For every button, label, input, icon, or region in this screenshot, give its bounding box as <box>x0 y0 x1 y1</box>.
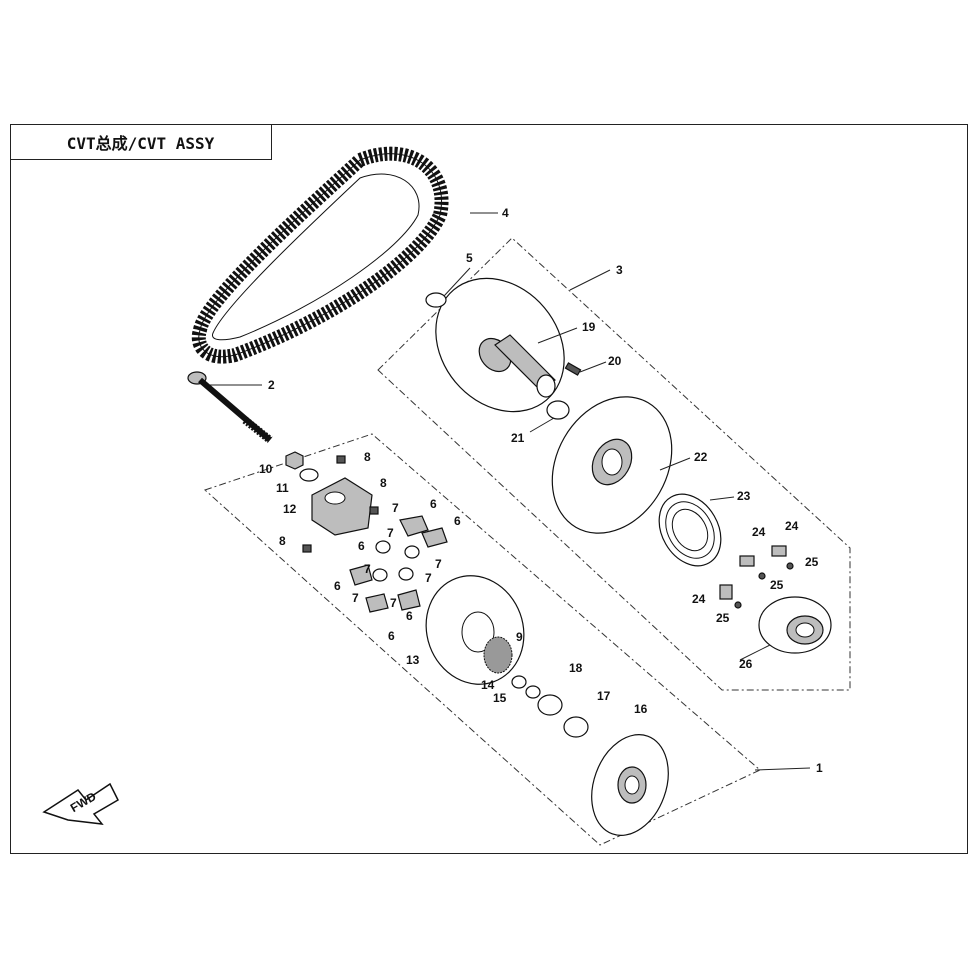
callout-5: 5 <box>466 251 473 265</box>
callout-25a: 25 <box>770 578 784 592</box>
callout-7f: 7 <box>352 591 359 605</box>
bolt <box>187 371 273 444</box>
callout-6e: 6 <box>406 609 413 623</box>
o-ring-5 <box>425 292 447 308</box>
callout-17: 17 <box>597 689 611 703</box>
callout-26: 26 <box>739 657 753 671</box>
primary-fixed-sheave <box>591 734 669 836</box>
nut-10 <box>285 451 304 470</box>
slider-8b <box>369 506 379 515</box>
screw-25a <box>758 572 766 580</box>
bushing-17 <box>563 716 589 738</box>
callout-2: 2 <box>268 378 275 392</box>
callout-6f: 6 <box>388 629 395 643</box>
callout-8b: 8 <box>380 476 387 490</box>
callout-7e: 7 <box>425 571 432 585</box>
callout-4: 4 <box>502 206 509 220</box>
callout-18: 18 <box>569 661 583 675</box>
callout-25b: 25 <box>805 555 819 569</box>
callout-24a: 24 <box>752 525 766 539</box>
callout-7d: 7 <box>364 562 371 576</box>
callout-21: 21 <box>511 431 525 445</box>
callout-15: 15 <box>493 691 507 705</box>
callout-7g: 7 <box>390 596 397 610</box>
callout-23: 23 <box>737 489 751 503</box>
callout-10: 10 <box>259 462 273 476</box>
ring-21 <box>546 400 570 420</box>
spring-23 <box>658 493 722 567</box>
callout-3: 3 <box>616 263 623 277</box>
callout-7b: 7 <box>387 526 394 540</box>
callout-14: 14 <box>481 678 495 692</box>
callout-22: 22 <box>694 450 708 464</box>
screw-25c <box>734 601 742 609</box>
slider-8a <box>336 455 346 464</box>
washer-11 <box>299 468 319 482</box>
callout-6a: 6 <box>430 497 437 511</box>
callout-6d: 6 <box>334 579 341 593</box>
callout-24c: 24 <box>692 592 706 606</box>
callout-labels: 1 2 3 4 5 6 6 6 6 6 6 7 7 7 7 7 7 7 8 8 … <box>259 206 823 775</box>
callout-20: 20 <box>608 354 622 368</box>
diagram-frame <box>10 124 968 854</box>
spring-9 <box>483 636 513 674</box>
slider-24a <box>739 555 755 567</box>
callout-19: 19 <box>582 320 596 334</box>
secondary-moving-sheave <box>551 396 673 534</box>
spider-12 <box>311 477 373 536</box>
callout-8c: 8 <box>279 534 286 548</box>
fwd-arrow-icon: FWD <box>42 782 119 825</box>
secondary-assembly-boundary <box>377 237 851 691</box>
callout-8a: 8 <box>364 450 371 464</box>
flyweights-6 <box>349 515 448 613</box>
callout-7a: 7 <box>392 501 399 515</box>
callout-25c: 25 <box>716 611 730 625</box>
leader-lines <box>210 212 811 771</box>
diagram-title: CVT总成/CVT ASSY <box>10 124 272 160</box>
drive-belt <box>191 146 449 364</box>
slider-24b <box>771 545 787 557</box>
callout-7c: 7 <box>435 557 442 571</box>
bushing-18 <box>537 694 563 716</box>
washer-15 <box>525 685 541 699</box>
callout-13: 13 <box>406 653 420 667</box>
torque-cam-26 <box>758 596 832 654</box>
callout-9: 9 <box>516 630 523 644</box>
callout-6b: 6 <box>454 514 461 528</box>
rollers-7 <box>372 540 420 582</box>
callout-24b: 24 <box>785 519 799 533</box>
slider-8c <box>302 544 312 553</box>
callout-6c: 6 <box>358 539 365 553</box>
callout-1: 1 <box>816 761 823 775</box>
secondary-fixed-sheave <box>435 277 565 413</box>
key-20 <box>564 362 582 376</box>
callout-11: 11 <box>276 481 289 495</box>
callout-16: 16 <box>634 702 648 716</box>
slider-24c <box>719 584 733 600</box>
callout-12: 12 <box>283 502 297 516</box>
screw-25b <box>786 562 794 570</box>
washer-14 <box>511 675 527 689</box>
diagram-title-text: CVT总成/CVT ASSY <box>66 133 215 153</box>
